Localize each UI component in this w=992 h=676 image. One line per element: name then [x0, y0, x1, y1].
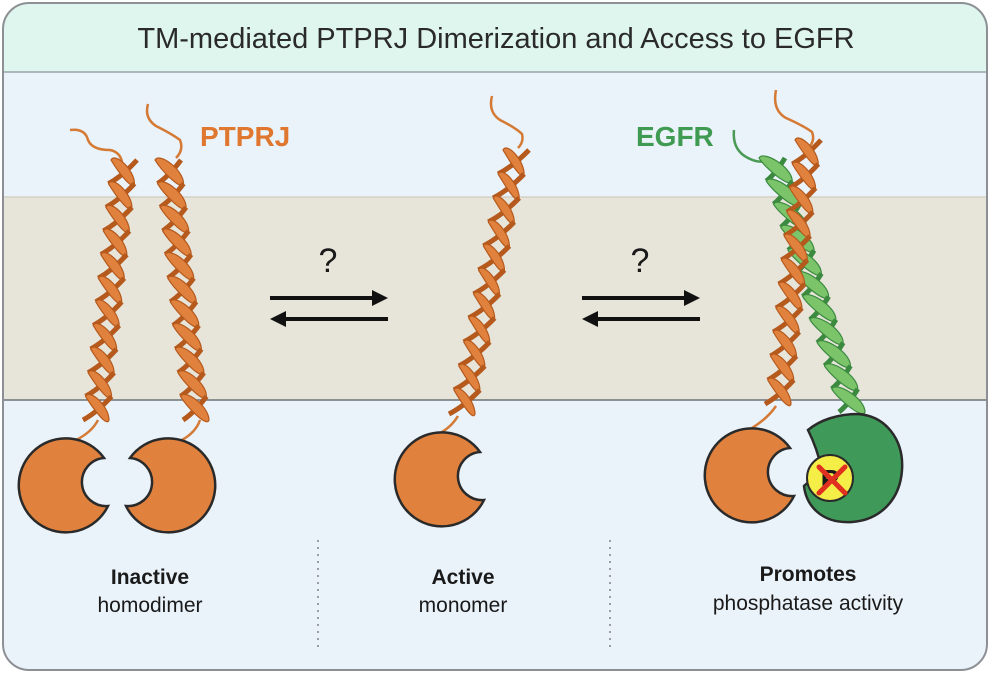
helix-turn: [497, 171, 520, 201]
title-bar: [3, 3, 987, 72]
helix-turn: [502, 147, 525, 177]
ptprj-linker: [751, 405, 778, 430]
helix-turn: [84, 393, 110, 423]
helix-turn: [801, 294, 837, 322]
helix-turn: [816, 340, 852, 369]
helix-turn: [794, 137, 819, 167]
ptprj-helix: [763, 137, 823, 407]
panel-2-subtext: monomer: [419, 594, 508, 617]
helix-turn: [487, 219, 510, 249]
helix-turn: [172, 322, 202, 352]
panel-1-subtext: homodimer: [97, 594, 202, 617]
helix-turn: [786, 209, 811, 239]
question-mark-2: ?: [631, 242, 650, 280]
ptprj-loop-a: [69, 128, 124, 163]
helix-turn: [102, 228, 128, 257]
ptprj-helix-b: [154, 157, 210, 423]
ptprj-loop: [773, 89, 815, 151]
ptprj-loop: [489, 95, 524, 149]
helix-turn: [831, 386, 866, 415]
ptprj-label: PTPRJ: [200, 121, 290, 152]
ptprj-phosphatase-domain-right: [123, 437, 217, 534]
ptprj-phosphatase-domain: [393, 431, 487, 528]
helix-turn: [154, 157, 185, 186]
ptprj-linker-a: [75, 419, 100, 442]
helix-turn: [809, 317, 844, 346]
helix-turn: [110, 157, 136, 186]
equilibrium-arrows-2: [582, 290, 700, 327]
helix-turn: [167, 275, 197, 305]
egfr-label: EGFR: [636, 121, 714, 152]
ptprj-helix-a: [81, 157, 139, 423]
ptprj-phosphatase-domain: [703, 427, 797, 524]
panel-1-heading: Inactive: [111, 566, 189, 589]
helix-turn: [767, 377, 792, 407]
helix-turn: [772, 329, 798, 359]
ptprj-phosphatase-domain-left: [17, 437, 111, 534]
panel-3-heading: Promotes: [760, 563, 857, 586]
helix-turn: [783, 233, 808, 263]
equilibrium-arrows-1: [270, 290, 388, 327]
helix-turn: [492, 195, 515, 225]
figure-title: TM-mediated PTPRJ Dimerization and Acces…: [137, 23, 854, 55]
ptprj-linker: [441, 415, 460, 434]
helix-turn: [758, 155, 793, 184]
ptprj-linker-b: [181, 419, 202, 442]
helix-turn: [453, 387, 476, 417]
question-mark-1: ?: [319, 242, 338, 280]
panel-3-subtext: phosphatase activity: [713, 592, 904, 615]
ptprj-loop-b: [145, 103, 183, 159]
dephosphorylation-cross: [816, 464, 848, 496]
ptprj-egfr-complex: P: [703, 89, 904, 524]
panel-2-heading: Active: [431, 566, 494, 589]
helix-turn: [174, 346, 205, 376]
helix-turn: [161, 228, 192, 257]
helix-turn: [89, 346, 115, 376]
ptprj-homodimer: [17, 103, 217, 534]
helix-turn: [105, 204, 130, 234]
ptprj-monomer: [393, 95, 531, 528]
ptprj-helix: [447, 147, 531, 417]
helix-turn: [100, 252, 125, 281]
helix-turn: [482, 243, 506, 273]
helix-turn: [775, 305, 800, 335]
helix-turn: [179, 393, 210, 423]
